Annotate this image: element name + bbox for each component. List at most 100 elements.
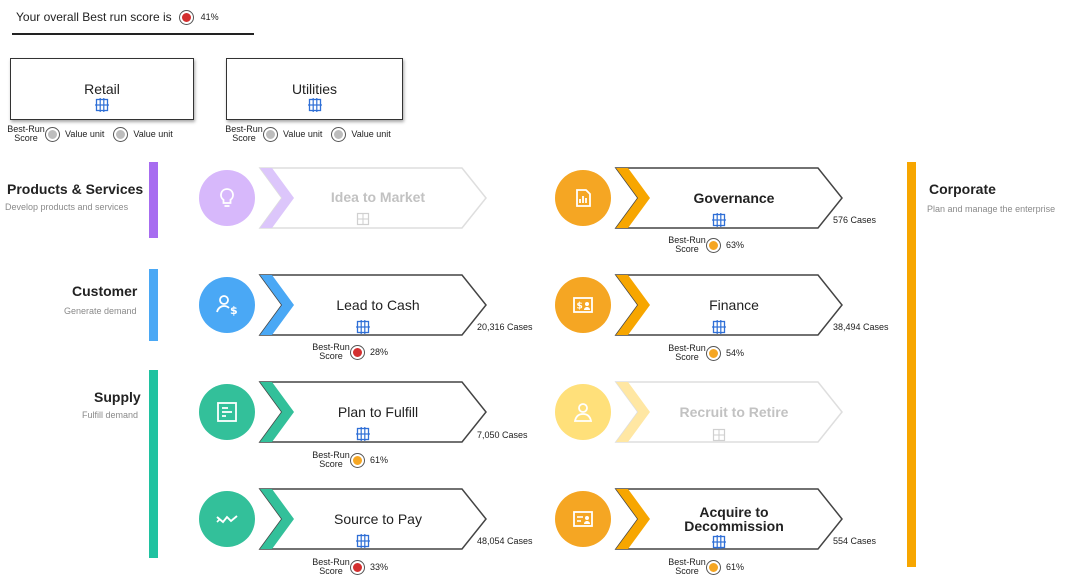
value-unit-label: Value unit bbox=[351, 129, 391, 139]
document-chart-icon bbox=[555, 170, 611, 226]
section-subtitle-corporate: Plan and manage the enterprise bbox=[927, 204, 1056, 214]
industry-card-utilities[interactable]: Utilities bbox=[226, 58, 403, 120]
header-divider bbox=[12, 33, 254, 35]
case-count: 576 Cases bbox=[833, 215, 877, 225]
svg-text:$: $ bbox=[230, 304, 238, 317]
value-unit-label: Value unit bbox=[283, 129, 323, 139]
section-title-corporate: Corporate bbox=[929, 181, 996, 197]
process-source-to-pay[interactable]: Source to Pay bbox=[258, 487, 490, 551]
overall-score-value: 41% bbox=[200, 12, 219, 22]
process-finance[interactable]: Finance bbox=[614, 273, 846, 337]
value-unit-indicator bbox=[114, 127, 128, 141]
process-title-line-2: Decommission bbox=[684, 518, 784, 534]
overall-score: Your overall Best run score is 41% bbox=[16, 9, 219, 25]
industry-legend-retail: Best-Run Score Value unit Value unit bbox=[6, 125, 183, 143]
grid-icon[interactable] bbox=[712, 320, 726, 334]
process-title-line-1: Acquire to bbox=[699, 504, 769, 520]
best-run-score: Best-Run Score 28% bbox=[311, 343, 388, 361]
score-indicator bbox=[707, 346, 720, 360]
svg-text:$: $ bbox=[577, 302, 583, 312]
grid-icon[interactable] bbox=[712, 213, 726, 227]
section-subtitle-supply: Fulfill demand bbox=[82, 410, 139, 420]
best-run-indicator bbox=[46, 127, 59, 141]
process-lead-to-cash[interactable]: Lead to Cash bbox=[258, 273, 490, 337]
finance-icon: $ bbox=[555, 277, 611, 333]
case-count: 38,494 Cases bbox=[833, 322, 889, 332]
case-count: 554 Cases bbox=[833, 536, 877, 546]
best-run-label: Best-Run Score bbox=[668, 557, 706, 576]
case-count: 48,054 Cases bbox=[477, 536, 533, 546]
industry-title: Retail bbox=[84, 81, 120, 97]
score-value: 33% bbox=[370, 562, 389, 572]
list-icon bbox=[199, 384, 255, 440]
process-plan-to-fulfill[interactable]: Plan to Fulfill bbox=[258, 380, 490, 444]
best-run-score: Best-Run Score 63% bbox=[667, 236, 744, 254]
person-icon bbox=[555, 384, 611, 440]
process-title: Plan to Fulfill bbox=[337, 404, 419, 420]
section-subtitle-products: Develop products and services bbox=[5, 202, 129, 212]
process-governance[interactable]: Governance bbox=[614, 166, 846, 230]
process-title: Lead to Cash bbox=[336, 297, 420, 313]
best-run-score: Best-Run Score 54% bbox=[667, 344, 744, 362]
grid-icon[interactable] bbox=[307, 98, 322, 112]
industry-legend-utilities: Best-Run Score Value unit Value unit bbox=[224, 125, 401, 143]
grid-icon[interactable] bbox=[356, 320, 370, 334]
score-indicator bbox=[707, 238, 720, 252]
asset-icon bbox=[555, 491, 611, 547]
score-indicator bbox=[351, 453, 364, 467]
trend-icon bbox=[199, 491, 255, 547]
score-indicator bbox=[351, 560, 364, 574]
process-title: Governance bbox=[693, 190, 775, 206]
section-bar-customer bbox=[149, 269, 158, 341]
section-bar-supply bbox=[149, 370, 158, 558]
best-run-label: Best-Run Score bbox=[668, 235, 706, 254]
best-run-score: Best-Run Score 61% bbox=[311, 451, 388, 469]
best-run-label: Best-Run Score bbox=[668, 343, 706, 362]
section-subtitle-customer: Generate demand bbox=[64, 306, 137, 316]
grid-icon[interactable] bbox=[95, 98, 109, 112]
score-value: 63% bbox=[726, 240, 745, 250]
section-title-customer: Customer bbox=[72, 283, 138, 299]
best-run-label: Best-Run Score bbox=[312, 557, 350, 576]
best-run-label: Best-Run Score bbox=[312, 450, 350, 469]
lightbulb-icon bbox=[199, 170, 255, 226]
score-value: 28% bbox=[370, 347, 389, 357]
overall-score-indicator bbox=[179, 10, 193, 24]
process-recruit-to-retire[interactable]: Recruit to Retire bbox=[614, 380, 846, 444]
grid-icon[interactable] bbox=[712, 428, 726, 442]
case-count: 20,316 Cases bbox=[477, 322, 533, 332]
value-unit-label: Value unit bbox=[65, 129, 105, 139]
best-run-label: Best-Run Score bbox=[225, 124, 263, 143]
process-title: Recruit to Retire bbox=[679, 404, 789, 420]
best-run-indicator bbox=[264, 127, 277, 141]
grid-icon[interactable] bbox=[712, 535, 726, 549]
industry-title: Utilities bbox=[291, 81, 338, 97]
score-value: 54% bbox=[726, 348, 745, 358]
best-run-label: Best-Run Score bbox=[312, 342, 350, 361]
score-value: 61% bbox=[726, 562, 745, 572]
best-run-label: Best-Run Score bbox=[7, 124, 45, 143]
process-title: Idea to Market bbox=[330, 189, 426, 205]
best-run-score: Best-Run Score 33% bbox=[311, 558, 388, 576]
section-bar-products bbox=[149, 162, 158, 238]
best-run-score: Best-Run Score 61% bbox=[667, 558, 744, 576]
value-unit-label: Value unit bbox=[133, 129, 173, 139]
case-count: 7,050 Cases bbox=[477, 430, 528, 440]
value-unit-indicator bbox=[332, 127, 346, 141]
people-money-icon: $ bbox=[199, 277, 255, 333]
section-title-products: Products & Services bbox=[7, 181, 144, 197]
section-bar-corporate bbox=[907, 162, 916, 567]
process-title: Source to Pay bbox=[334, 511, 422, 527]
score-indicator bbox=[707, 560, 720, 574]
score-indicator bbox=[351, 345, 364, 359]
section-title-supply: Supply bbox=[94, 389, 141, 405]
industry-card-retail[interactable]: Retail bbox=[10, 58, 194, 120]
grid-icon[interactable] bbox=[356, 534, 370, 548]
overall-score-label: Your overall Best run score is bbox=[16, 10, 172, 24]
score-value: 61% bbox=[370, 455, 389, 465]
process-idea-to-market[interactable]: Idea to Market bbox=[258, 166, 490, 230]
grid-icon[interactable] bbox=[356, 212, 370, 226]
process-title: Finance bbox=[709, 297, 759, 313]
grid-icon[interactable] bbox=[356, 427, 370, 441]
process-acquire-to-decommission[interactable]: Acquire to Decommission bbox=[614, 487, 846, 551]
